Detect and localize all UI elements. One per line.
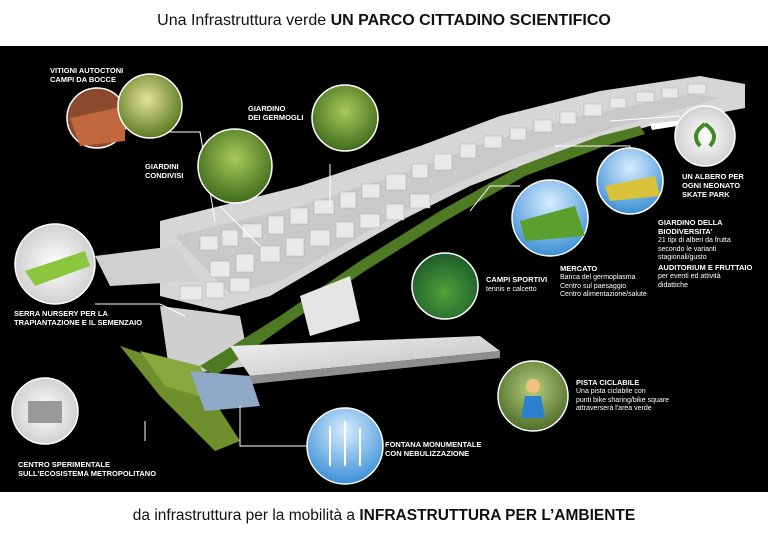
- photo-germogli: [311, 84, 379, 152]
- label-pista-title: PISTA CICLABILE: [576, 378, 640, 387]
- photo-albero: [674, 105, 736, 167]
- masterplan-drawing: [11, 73, 745, 485]
- label-campi-body: tennis e calcetto: [486, 286, 537, 293]
- label-campi-title: CAMPI SPORTIVI: [486, 275, 548, 284]
- footer-prefix: da infrastruttura per la mobilità a: [132, 507, 360, 524]
- fountain-jets: [329, 421, 361, 466]
- label-mercato-title: MERCATO: [560, 264, 598, 273]
- footer-emphasis: INFRASTRUTTURA PER L’AMBIENTE: [359, 507, 636, 524]
- page-title: Una Infrastruttura verde UN PARCO CITTAD…: [0, 12, 768, 30]
- title-prefix: Una Infrastruttura verde: [157, 12, 331, 29]
- page-footer: da infrastruttura per la mobilità a INFR…: [0, 507, 768, 525]
- label-auditorium-title: AUDITORIUM E FRUTTAIO: [658, 263, 753, 272]
- photo-campi: [411, 252, 479, 320]
- photo-condivisi: [197, 128, 273, 204]
- title-emphasis: UN PARCO CITTADINO SCIENTIFICO: [330, 12, 611, 29]
- photo-vitigni: [66, 73, 183, 149]
- leader-lines: [59, 115, 681, 447]
- meadow-triangle: [120, 346, 240, 451]
- viaduct: [230, 336, 500, 376]
